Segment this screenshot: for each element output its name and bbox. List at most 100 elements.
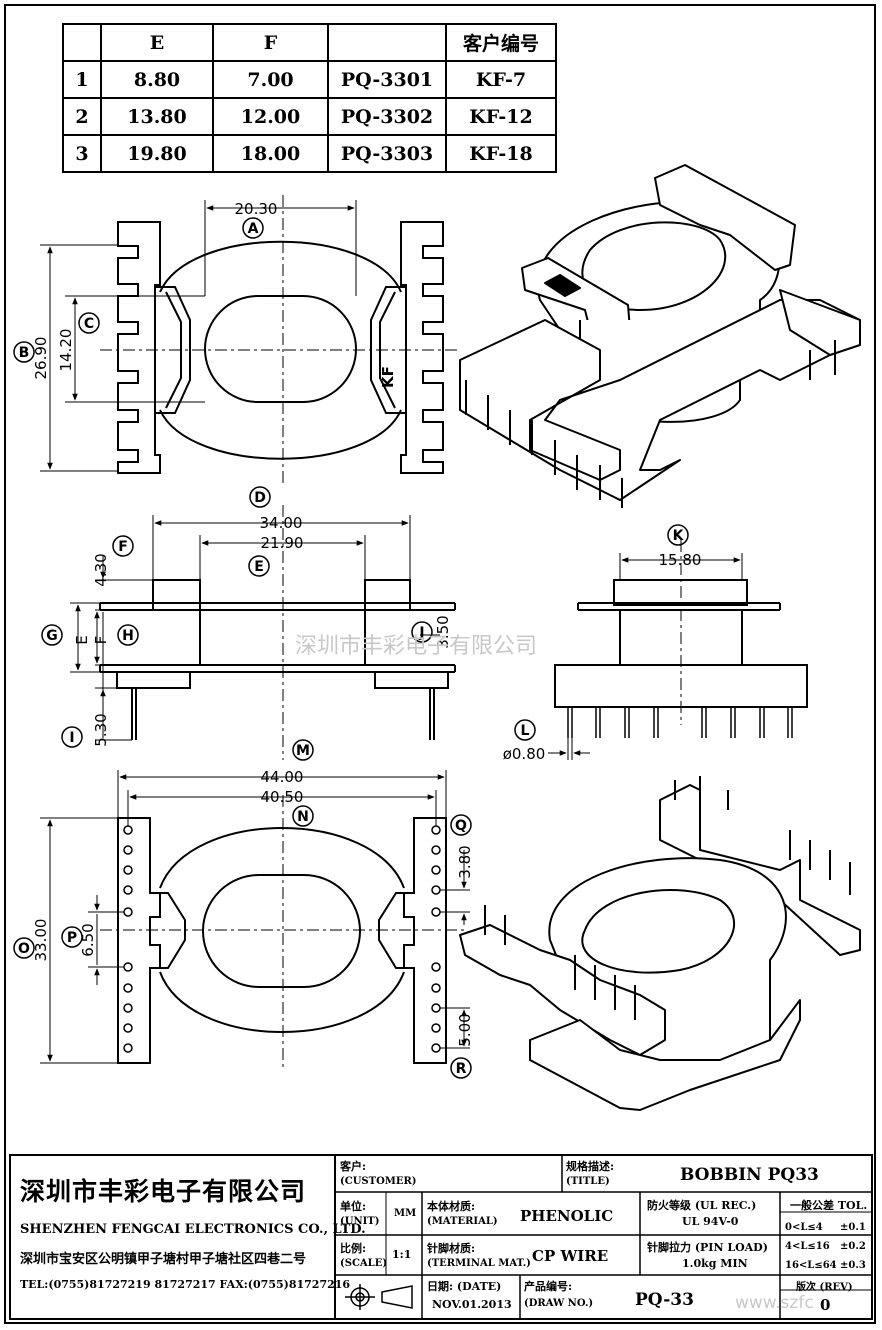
material-label-en: (MATERIAL) bbox=[427, 1216, 498, 1227]
callout-label: L bbox=[521, 723, 530, 739]
front-view bbox=[99, 579, 456, 740]
dim-label: ø0.80 bbox=[503, 745, 546, 763]
kf-mark: KF bbox=[379, 366, 397, 388]
date-value: NOV.01.2013 bbox=[432, 1298, 512, 1311]
pin-load-label: 针脚拉力 (PIN LOAD) bbox=[647, 1241, 768, 1254]
callout-label: M bbox=[296, 743, 310, 759]
tolerance-range: 4<L≤16 bbox=[785, 1241, 830, 1252]
tolerance-range: 16<L≤64 bbox=[785, 1260, 837, 1271]
tolerance-title: 一般公差 TOL. bbox=[790, 1199, 868, 1212]
spec-cell: 18.00 bbox=[212, 134, 329, 173]
isometric-view-top-pins bbox=[465, 340, 836, 508]
spec-cell: PQ-3303 bbox=[327, 134, 447, 173]
spec-table: E F 客户编号 1 8.80 7.00 PQ-3301 KF-7 2 13.8… bbox=[62, 23, 557, 173]
dim-label: 15.80 bbox=[659, 551, 702, 569]
dim-label: 44.00 bbox=[261, 768, 304, 786]
dim-label: 26.90 bbox=[32, 337, 50, 380]
callout-label: Q bbox=[455, 818, 467, 834]
callout-label: F bbox=[118, 539, 128, 555]
dim-label: 20.30 bbox=[235, 200, 278, 218]
callout-label: P bbox=[67, 930, 77, 946]
revision-label: 版次 (REV) bbox=[796, 1282, 853, 1293]
bottom-view bbox=[117, 817, 447, 1064]
callout-label: I bbox=[69, 730, 74, 746]
unit-label: 单位: bbox=[340, 1200, 367, 1213]
date-label: 日期: (DATE) bbox=[427, 1280, 502, 1293]
tolerance-value: ±0.3 bbox=[840, 1260, 866, 1271]
callout-label: D bbox=[254, 490, 266, 506]
dim-label: 5.00 bbox=[456, 1013, 474, 1046]
dim-label: 5.30 bbox=[92, 713, 110, 746]
flame-rating-value: UL 94V-0 bbox=[682, 1215, 739, 1228]
scale-label-en: (SCALE) bbox=[340, 1258, 388, 1269]
spec-row: 1 8.80 7.00 PQ-3301 KF-7 bbox=[62, 60, 557, 99]
pin-load-value: 1.0kg MIN bbox=[682, 1257, 748, 1270]
spec-cell: KF-18 bbox=[445, 134, 557, 173]
dim-label: F bbox=[92, 636, 110, 645]
dim-label: 6.50 bbox=[79, 923, 97, 956]
spec-header-cell bbox=[327, 23, 447, 62]
spec-cell: 7.00 bbox=[212, 60, 329, 99]
terminal-material-label-en: (TERMINAL MAT.) bbox=[427, 1258, 531, 1269]
spec-cell: 8.80 bbox=[100, 60, 214, 99]
title-block-grid bbox=[9, 1154, 873, 1320]
side-view-dimensions bbox=[548, 540, 743, 760]
callout-letters: A B C D E F G H I J K L M N O P Q R bbox=[18, 221, 685, 1077]
top-view-dimensions bbox=[40, 200, 357, 472]
dim-label: 40.50 bbox=[261, 788, 304, 806]
terminal-material-value: CP WIRE bbox=[532, 1247, 609, 1265]
spec-header-cell: E bbox=[100, 23, 214, 62]
front-view-dimensions bbox=[70, 505, 440, 760]
scale-label: 比例: bbox=[340, 1242, 367, 1255]
isometric-view-bottom bbox=[459, 784, 861, 1111]
tolerance-value: ±0.2 bbox=[840, 1241, 866, 1252]
bottom-view-pin-holes bbox=[123, 825, 441, 1053]
spec-cell: 1 bbox=[62, 60, 102, 99]
draw-no-value: PQ-33 bbox=[635, 1290, 694, 1310]
callout-label: G bbox=[46, 628, 58, 644]
callout-label: H bbox=[122, 628, 134, 644]
spec-cell: 3 bbox=[62, 134, 102, 173]
dim-label: 33.00 bbox=[32, 919, 50, 962]
customer-label: 客户: bbox=[340, 1160, 367, 1173]
isometric-view-top bbox=[459, 164, 861, 501]
callout-label: B bbox=[19, 345, 30, 361]
spec-cell: 2 bbox=[62, 97, 102, 136]
title-label-en: (TITLE) bbox=[566, 1176, 610, 1187]
terminal-material-label: 针脚材质: bbox=[427, 1242, 476, 1255]
draw-no-label-en: (DRAW NO.) bbox=[524, 1298, 594, 1309]
company-name-en: SHENZHEN FENGCAI ELECTRONICS CO., LTD. bbox=[20, 1222, 366, 1237]
spec-cell: KF-7 bbox=[445, 60, 557, 99]
spec-cell: PQ-3302 bbox=[327, 97, 447, 136]
customer-label-en: (CUSTOMER) bbox=[340, 1176, 417, 1187]
spec-cell: KF-12 bbox=[445, 97, 557, 136]
top-view-centerlines bbox=[100, 195, 460, 485]
spec-cell: PQ-3301 bbox=[327, 60, 447, 99]
spec-row: 2 13.80 12.00 PQ-3302 KF-12 bbox=[62, 97, 557, 136]
spec-cell: 19.80 bbox=[100, 134, 214, 173]
callout-label: K bbox=[673, 528, 685, 544]
material-value: PHENOLIC bbox=[520, 1207, 614, 1225]
dim-label: 34.00 bbox=[260, 514, 303, 532]
side-view-pins bbox=[567, 707, 793, 738]
callout-label: E bbox=[254, 559, 264, 575]
dim-label: E bbox=[73, 635, 91, 644]
callout-label: N bbox=[297, 809, 309, 825]
company-address: 深圳市宝安区公明镇甲子塘村甲子塘社区四巷二号 bbox=[20, 1252, 307, 1267]
title-label: 规格描述: bbox=[566, 1160, 615, 1173]
dim-label: 21.90 bbox=[261, 534, 304, 552]
dim-label: 4.30 bbox=[92, 553, 110, 586]
dim-label: 14.20 bbox=[57, 329, 75, 372]
material-label: 本体材质: bbox=[427, 1200, 476, 1213]
flame-rating-label: 防火等级 (UL REC.) bbox=[647, 1199, 757, 1212]
company-name-cn: 深圳市丰彩电子有限公司 bbox=[20, 1177, 307, 1206]
callout-label: R bbox=[456, 1061, 467, 1077]
spec-header-cell bbox=[62, 23, 102, 62]
callout-label: O bbox=[18, 941, 30, 957]
top-view bbox=[117, 221, 444, 474]
isometric-view-bottom-pins bbox=[484, 776, 851, 1020]
watermark-url: www.szfc bbox=[735, 1293, 814, 1313]
callout-label: A bbox=[248, 221, 259, 237]
